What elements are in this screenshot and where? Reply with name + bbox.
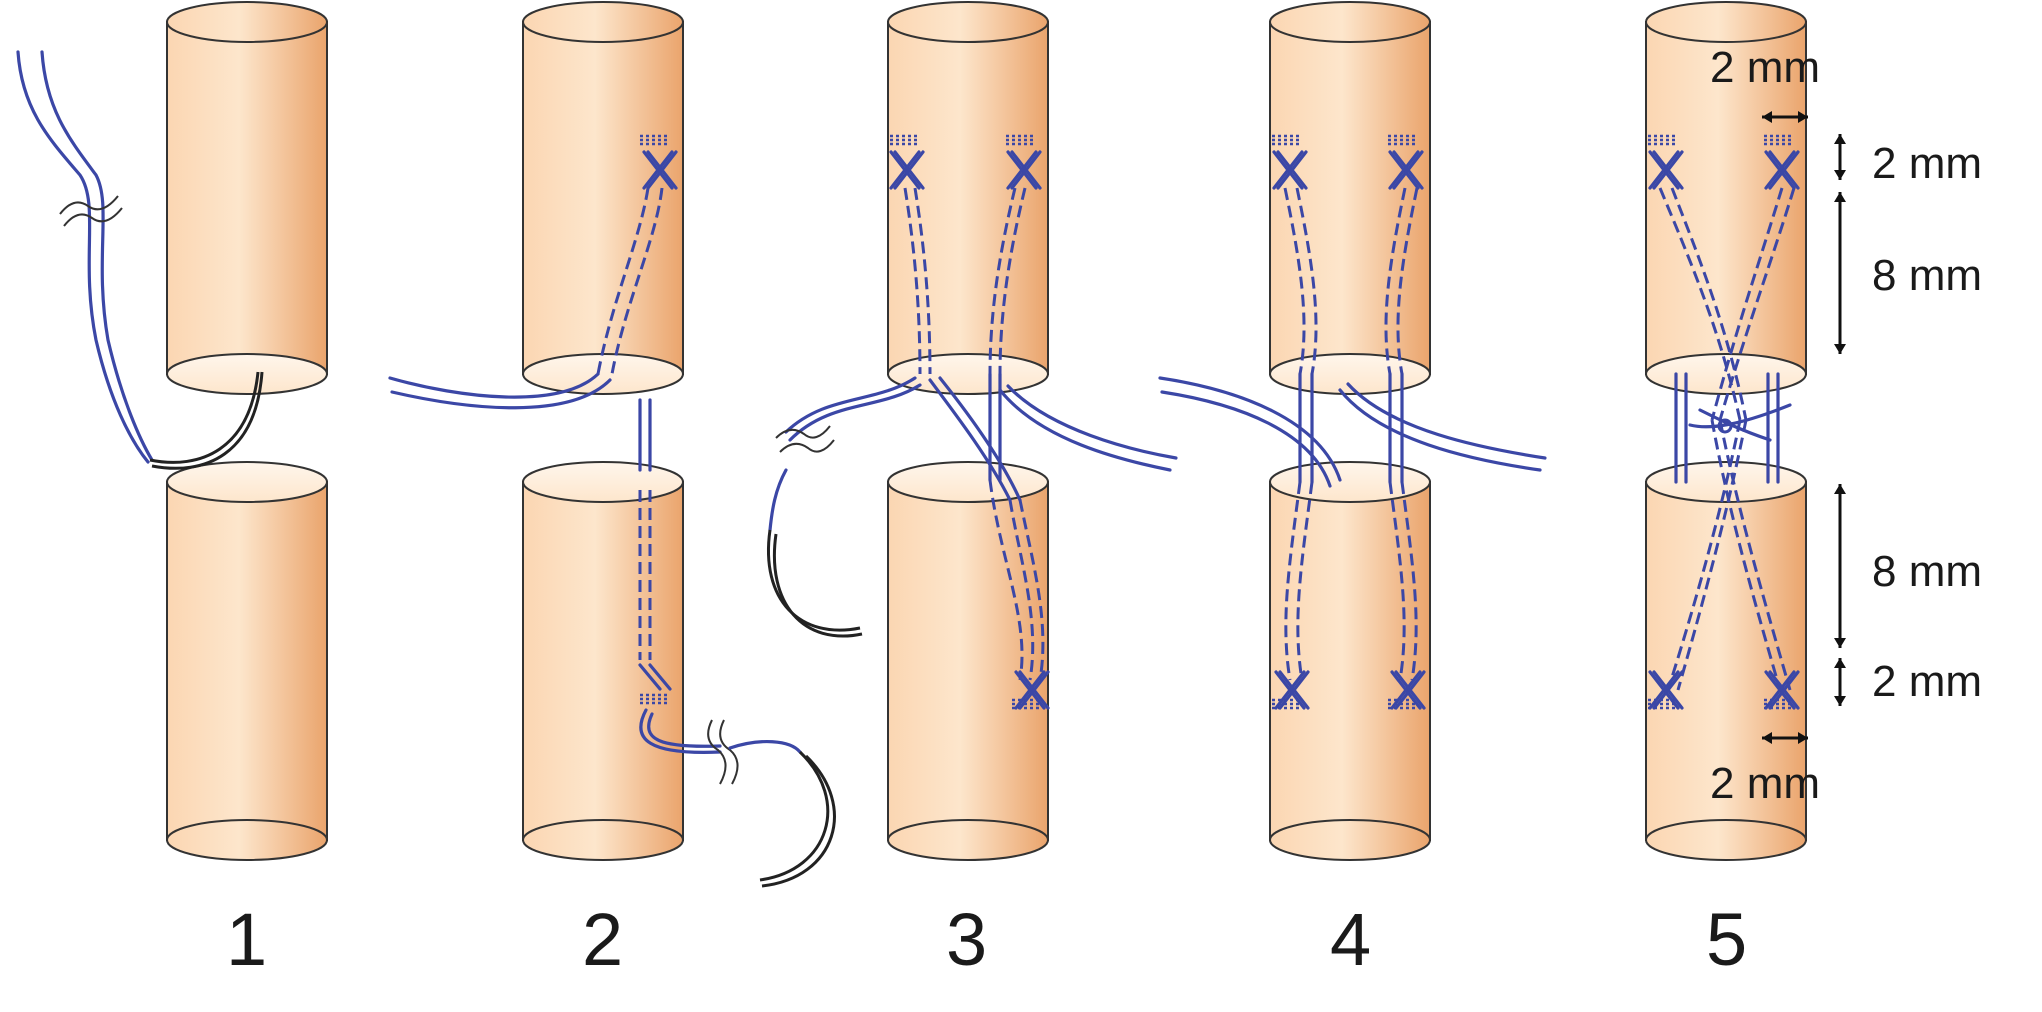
dimension-label-upper-length: 8 mm xyxy=(1872,251,1982,300)
top-depth-arrow xyxy=(1834,134,1846,180)
step-4-panel xyxy=(1158,1,1547,861)
lower-tendon-stump xyxy=(166,461,328,861)
thread-break-icon xyxy=(775,425,831,439)
dimension-label-top-depth: 2 mm xyxy=(1872,139,1982,188)
top-width-arrow xyxy=(1762,111,1808,123)
suture-strand xyxy=(1158,134,1547,710)
step-3-panel xyxy=(767,1,1178,861)
suture-needle-icon xyxy=(767,529,861,632)
step-5-panel: 2 mm 2 mm 8 mm 8 mm 2 mm 2 mm xyxy=(1645,1,1982,861)
thread-break-icon xyxy=(707,719,727,785)
step-label-4: 4 xyxy=(1330,898,1371,981)
upper-length-arrow xyxy=(1834,192,1846,354)
step-label-1: 1 xyxy=(226,898,267,981)
step-label-5: 5 xyxy=(1706,898,1747,981)
dimension-label-lower-length: 8 mm xyxy=(1872,547,1982,596)
upper-tendon-stump xyxy=(522,1,684,395)
step-2-panel xyxy=(388,1,836,888)
suture-strand xyxy=(16,50,154,464)
bottom-width-arrow xyxy=(1762,732,1808,744)
thread-break-icon xyxy=(59,195,119,215)
suture-strand xyxy=(388,134,802,785)
lower-tendon-stump xyxy=(1269,461,1431,861)
lower-tendon-stump xyxy=(522,461,684,861)
suture-needle-icon xyxy=(149,371,260,464)
suture-needle-icon xyxy=(759,750,830,882)
dimension-label-top-width: 2 mm xyxy=(1710,43,1820,92)
suture-strand xyxy=(1646,134,1800,710)
suture-strand xyxy=(768,134,1178,710)
step-1-panel xyxy=(16,1,328,861)
bottom-depth-arrow xyxy=(1834,658,1846,706)
dimension-label-bottom-depth: 2 mm xyxy=(1872,657,1982,706)
upper-tendon-stump xyxy=(1269,1,1431,395)
dimension-label-bottom-width: 2 mm xyxy=(1710,759,1820,808)
step-label-3: 3 xyxy=(946,898,987,981)
lower-length-arrow xyxy=(1834,484,1846,648)
dimension-arrows xyxy=(1762,111,1846,744)
step-label-2: 2 xyxy=(582,898,623,981)
upper-tendon-stump xyxy=(166,1,328,395)
